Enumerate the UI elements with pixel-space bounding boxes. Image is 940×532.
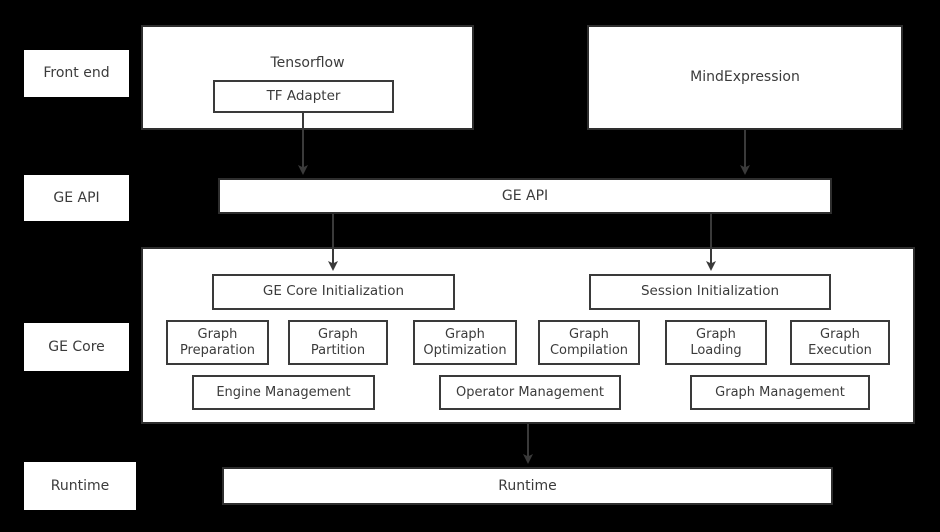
ge-api-bar[interactable]: GE API: [218, 178, 832, 214]
ge-core-initialization-node[interactable]: GE Core Initialization: [212, 274, 455, 310]
operator-management-node[interactable]: Operator Management: [439, 375, 621, 410]
session-initialization-node[interactable]: Session Initialization: [589, 274, 831, 310]
engine-management-node[interactable]: Engine Management: [192, 375, 375, 410]
runtime-bar[interactable]: Runtime: [222, 467, 833, 505]
tensorflow-title: Tensorflow: [270, 55, 345, 71]
graph-optimization-node[interactable]: Graph Optimization: [413, 320, 517, 365]
mindexpression-title: MindExpression: [690, 69, 800, 86]
graph-loading-node[interactable]: Graph Loading: [665, 320, 767, 365]
layer-label-front-end: Front end: [24, 50, 129, 97]
graph-execution-node[interactable]: Graph Execution: [790, 320, 890, 365]
layer-label-ge-core: GE Core: [24, 323, 129, 371]
tf-adapter-node[interactable]: TF Adapter: [213, 80, 394, 113]
graph-management-node[interactable]: Graph Management: [690, 375, 870, 410]
graph-compilation-node[interactable]: Graph Compilation: [538, 320, 640, 365]
graph-preparation-node[interactable]: Graph Preparation: [166, 320, 269, 365]
mindexpression-group[interactable]: MindExpression: [587, 25, 903, 130]
layer-label-runtime: Runtime: [24, 462, 136, 510]
layer-label-ge-api: GE API: [24, 175, 129, 221]
tensorflow-group[interactable]: Tensorflow: [141, 25, 474, 130]
graph-partition-node[interactable]: Graph Partition: [288, 320, 388, 365]
